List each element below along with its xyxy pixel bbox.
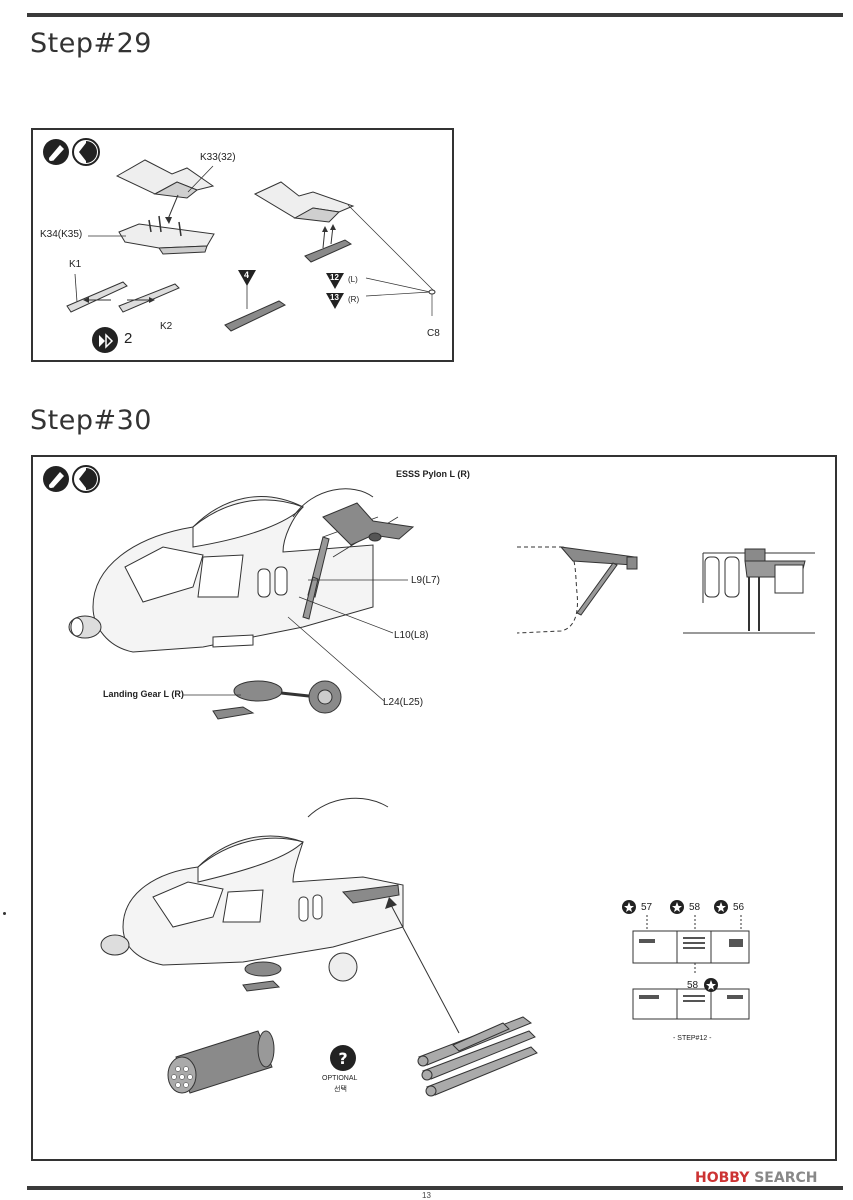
page-number: 13 (422, 1191, 431, 1200)
label-k2: K2 (160, 321, 173, 332)
top-rule (27, 13, 843, 17)
decal-58b-label: 58 (687, 980, 699, 991)
decal-56-label: 56 (733, 902, 745, 913)
callout-4-label: 4 (244, 270, 250, 280)
helicopter-fuselage-lower (100, 797, 404, 992)
decal-icon-57 (622, 900, 636, 914)
helicopter-fuselage-upper (68, 488, 399, 653)
part-c8 (347, 204, 436, 316)
leader-l24 (287, 616, 385, 702)
repeat-count: 2 (124, 330, 133, 347)
part-k1-k2 (66, 273, 180, 313)
decal-58a-label: 58 (689, 902, 701, 913)
step-29-panel: K33(32) K34(K35) K1 K2 2 4 (31, 128, 454, 362)
detail-view-pylon-side (516, 546, 638, 634)
watermark-rest: SEARCH (754, 1170, 818, 1186)
label-esss-pylon: ESSS Pylon L (R) (396, 469, 470, 479)
glue-icon (43, 139, 69, 165)
callout-4-icon (238, 270, 256, 286)
label-k33: K33(32) (200, 152, 236, 163)
landing-gear-part (212, 680, 342, 720)
decal-icon-56 (714, 900, 728, 914)
part-assembled-pylon (253, 181, 355, 223)
step-30-panel: ESSS Pylon L (R) L9(L7) L10(L8) L24(L25)… (31, 455, 837, 1161)
decal-panels (632, 915, 750, 1020)
callout-13-label: 13 (330, 293, 339, 302)
label-k1: K1 (69, 259, 82, 270)
part-k33 (115, 159, 215, 199)
part-k34 (118, 215, 215, 255)
margin-mark (3, 912, 6, 915)
paint-icon-2 (72, 465, 100, 493)
label-l24: L24(L25) (383, 697, 424, 708)
label-optional-kr: 선택 (334, 1086, 347, 1093)
detail-view-pylon-front (683, 548, 815, 634)
step-ref-label: - STEP#12 - (673, 1035, 712, 1042)
label-landing-gear: Landing Gear L (R) (103, 689, 184, 699)
esss-pylon-part (322, 502, 415, 546)
label-l9: L9(L7) (411, 575, 440, 586)
arrow-k33-k34 (165, 194, 179, 224)
bottom-rule (27, 1186, 843, 1190)
svg-text:?: ? (338, 1049, 347, 1068)
leader-k33 (187, 165, 214, 193)
decal-57-label: 57 (641, 902, 653, 913)
decal-icon-58b (704, 978, 718, 992)
callout-13-icon (326, 293, 344, 309)
watermark: HOBBY SEARCH (695, 1170, 817, 1186)
label-k34: K34(K35) (40, 229, 83, 240)
side-l-label: (L) (348, 275, 358, 284)
callout-12-label: 12 (330, 273, 339, 282)
leader-l10 (298, 596, 394, 634)
label-l10: L10(L8) (394, 630, 429, 641)
part-blade-4 (224, 285, 287, 332)
callout-12-icon (326, 273, 344, 289)
step-30-title: Step#30 (30, 405, 152, 436)
decal-diagram: 57 58 56 58 - STEP#12 - (622, 895, 753, 1045)
glue-icon-2 (43, 466, 69, 492)
question-icon: ? (330, 1045, 356, 1071)
watermark-brand: HOBBY (695, 1170, 750, 1186)
rocket-pod-part (167, 1030, 275, 1094)
decal-icon-58a (670, 900, 684, 914)
leader-k34 (88, 235, 126, 237)
part-pylon-blade (304, 224, 353, 263)
label-optional: OPTIONAL (322, 1075, 358, 1082)
step-29-title: Step#29 (30, 28, 152, 59)
weapons-rack-part (417, 1016, 538, 1097)
label-c8: C8 (427, 328, 440, 339)
leader-l9 (308, 579, 408, 581)
leader-landing-gear (183, 694, 241, 696)
arrow-to-weapon (385, 897, 460, 1034)
side-r-label: (R) (348, 295, 360, 304)
paint-icon (72, 138, 100, 166)
repeat-icon (92, 327, 118, 353)
